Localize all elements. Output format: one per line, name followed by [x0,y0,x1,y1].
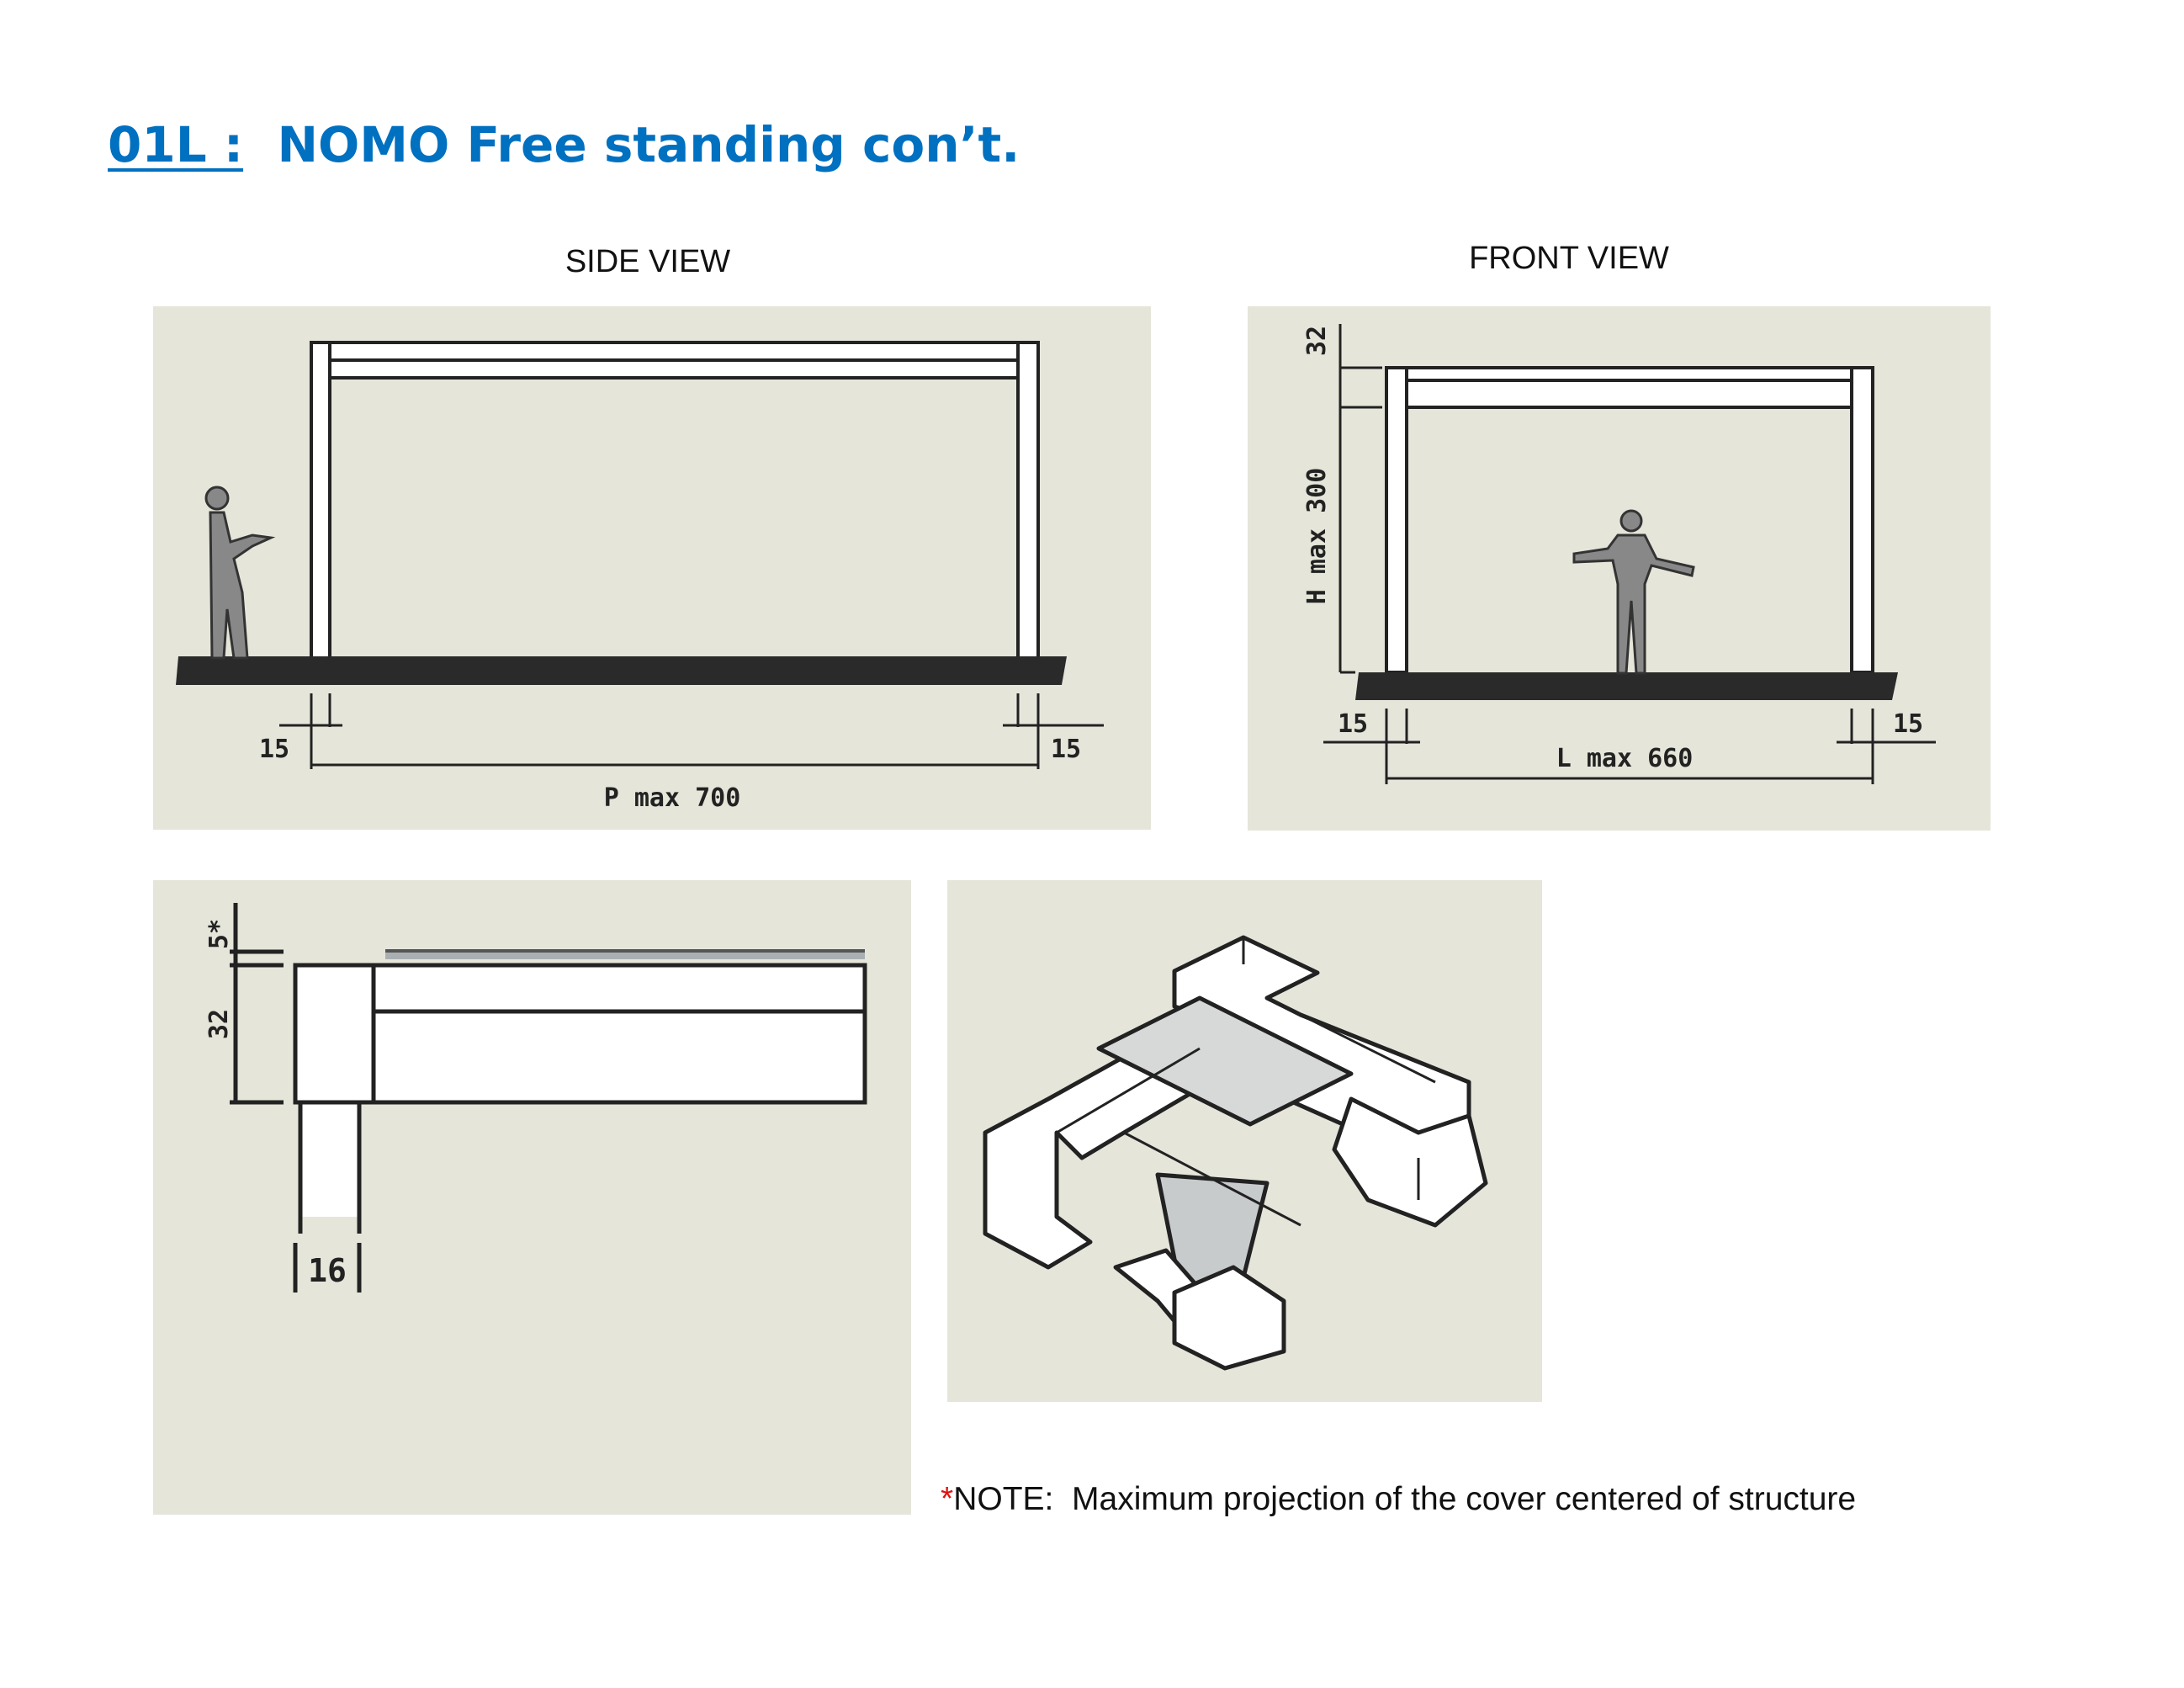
note-body: NOTE: Maximum projection of the cover ce… [953,1481,1857,1517]
corner-detail-svg: 5* 32 16 [204,903,867,1293]
note-text: *NOTE: Maximum projection of the cover c… [941,1481,1856,1518]
corner-detail-drawing: 5* 32 16 [153,880,911,1515]
ground [176,656,1067,685]
front-view-svg: 32 H max 300 15 15 L max 660 [1302,324,1936,784]
dim-right-label: 15 [1051,735,1081,764]
ground [1355,672,1898,700]
roof-beam [1385,366,1874,409]
post-top [1172,1265,1286,1371]
dim-cover-label: 5* [204,919,234,949]
person-icon [1572,509,1695,675]
page-title: 01L : NOMO Free standing con’t. [108,116,1020,173]
left-post [1385,366,1408,674]
note-asterisk: * [941,1481,954,1517]
dim-length-label: L max 660 [1556,744,1694,773]
section-code: 01L : [108,116,244,173]
front-view-caption: FRONT VIEW [1469,241,1669,276]
front-view-drawing: 32 H max 300 15 15 L max 660 [1248,306,1991,831]
right-post [1016,341,1040,660]
dim-post-label: 16 [308,1252,347,1289]
dim-beam-label: 32 [204,1009,234,1039]
dim-left-label: 15 [1338,709,1368,739]
side-view-svg: 15 15 P max 700 [176,341,1104,813]
person-icon [204,486,276,660]
dim-left-label: 15 [259,735,289,764]
isometric-detail-drawing [947,880,1542,1402]
dim-beam-label: 32 [1302,326,1332,356]
left-post [310,341,331,660]
side-view-drawing: 15 15 P max 700 [153,306,1151,830]
right-beam [1332,1096,1488,1228]
dim-height-label: H max 300 [1302,468,1332,605]
beam-section [293,963,867,1105]
isometric-joint-svg [983,935,1488,1371]
dim-right-label: 15 [1893,709,1923,739]
dim-length-label: P max 700 [604,783,741,813]
post-section [298,1100,362,1236]
side-view-caption: SIDE VIEW [565,244,731,279]
section-title: NOMO Free standing con’t. [277,116,1020,173]
right-post [1850,366,1874,674]
